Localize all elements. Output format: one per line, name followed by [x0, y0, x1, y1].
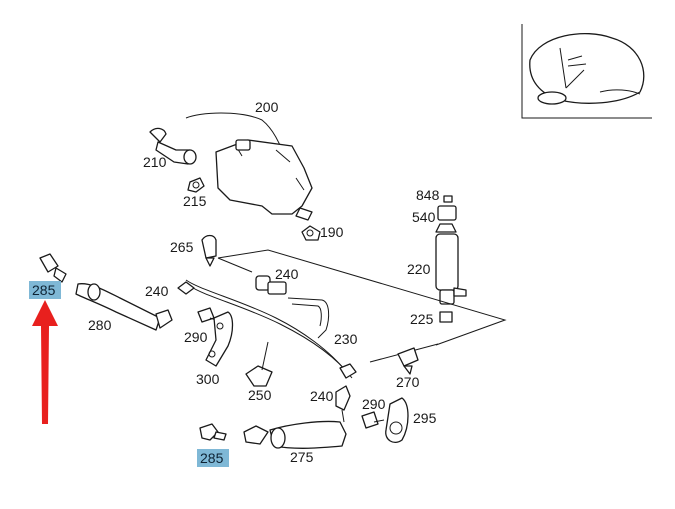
clip-265 — [201, 234, 217, 267]
connector-240c — [335, 385, 351, 423]
grommet-215 — [187, 177, 205, 193]
label-220: 220 — [407, 261, 431, 277]
nozzle-280 — [39, 253, 173, 331]
label-540: 540 — [412, 209, 436, 225]
red-arrow-up-icon — [32, 300, 58, 424]
label-box-285-bottom — [197, 449, 229, 467]
connector-240a — [255, 275, 287, 295]
nut-190 — [301, 225, 321, 241]
bolt-290b — [361, 411, 385, 429]
label-270: 270 — [396, 374, 420, 390]
washer-reservoir — [185, 112, 313, 221]
label-290-right: 290 — [362, 396, 386, 412]
label-215: 215 — [183, 193, 207, 209]
clamp-295 — [385, 397, 409, 444]
vehicle-front-inset-icon — [521, 24, 652, 119]
label-200: 200 — [255, 99, 279, 115]
hose-bend-230 — [287, 297, 330, 339]
label-295: 295 — [413, 410, 437, 426]
label-box-285-left — [29, 281, 61, 299]
label-280: 280 — [88, 317, 112, 333]
label-210: 210 — [143, 154, 167, 170]
hose-frame-230 — [217, 249, 507, 346]
label-285-left: 285 — [32, 282, 56, 298]
pump-210 — [149, 127, 197, 165]
nozzle-285-lower — [199, 423, 227, 441]
connector-250 — [245, 341, 273, 387]
label-250: 250 — [248, 387, 272, 403]
label-275: 275 — [290, 449, 314, 465]
label-240-left: 240 — [145, 283, 169, 299]
bracket-300 — [205, 311, 234, 367]
label-240-top: 240 — [275, 266, 299, 282]
label-240-lower: 240 — [310, 388, 334, 404]
actuator-220 — [435, 195, 467, 323]
nozzle-275 — [243, 420, 347, 449]
label-225: 225 — [410, 311, 434, 327]
label-230: 230 — [334, 331, 358, 347]
clip-270 — [369, 343, 439, 375]
label-848: 848 — [416, 187, 440, 203]
hose-line — [177, 279, 357, 379]
label-285-bottom: 285 — [200, 450, 224, 466]
label-300: 300 — [196, 371, 220, 387]
label-190: 190 — [320, 224, 344, 240]
label-265: 265 — [170, 239, 194, 255]
label-290-left: 290 — [184, 329, 208, 345]
